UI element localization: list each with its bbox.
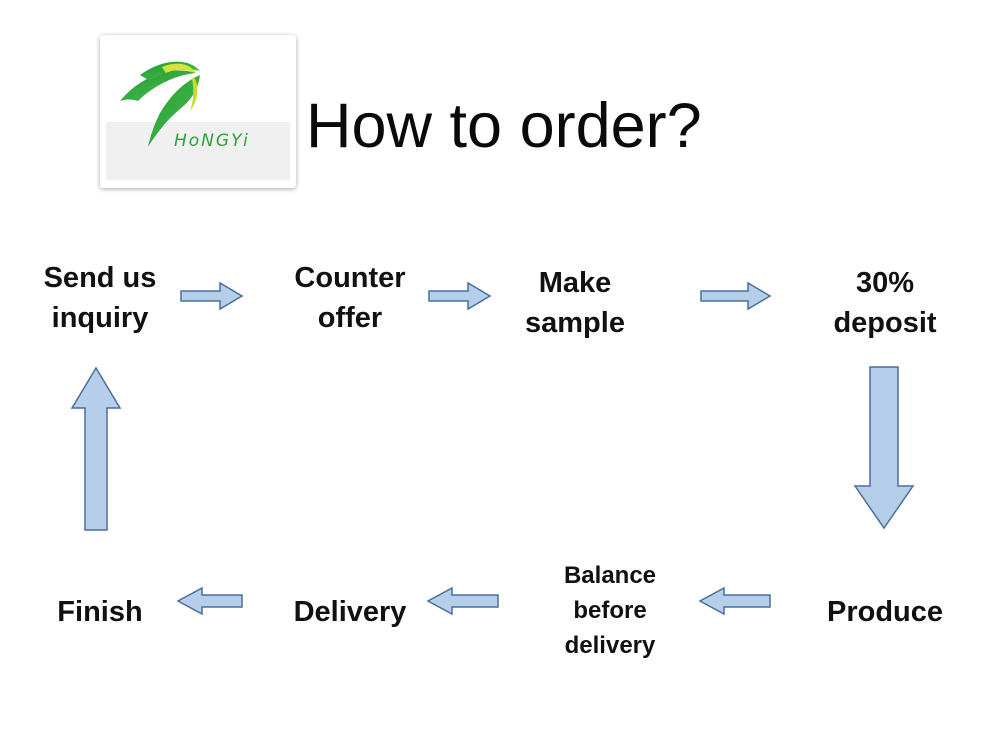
arrow-left-icon bbox=[176, 586, 243, 616]
page-title: How to order? bbox=[306, 91, 702, 161]
step-deposit: 30% deposit bbox=[833, 267, 937, 339]
arrow-right-icon bbox=[428, 281, 492, 311]
arrow-right-icon bbox=[700, 281, 772, 311]
arrow-left-icon bbox=[698, 586, 771, 616]
arrow-down-icon bbox=[853, 366, 915, 530]
step-make-sample: Make sample bbox=[525, 267, 625, 339]
logo-wordmark: HoNGYi bbox=[174, 131, 250, 151]
arrow-right-icon bbox=[180, 281, 244, 311]
arrow-left-icon bbox=[426, 586, 499, 616]
step-finish: Finish bbox=[57, 596, 143, 628]
arrow-up-icon bbox=[70, 366, 122, 531]
palm-leaf-icon bbox=[120, 61, 200, 147]
step-delivery: Delivery bbox=[293, 596, 407, 628]
company-logo: HoNGYi bbox=[100, 35, 296, 188]
step-send-inquiry: Send us inquiry bbox=[43, 262, 157, 334]
step-balance-before-delivery: Balance before delivery bbox=[563, 562, 657, 659]
logo-band bbox=[106, 122, 290, 180]
step-counter-offer: Counter offer bbox=[294, 262, 406, 334]
step-produce: Produce bbox=[826, 596, 944, 628]
